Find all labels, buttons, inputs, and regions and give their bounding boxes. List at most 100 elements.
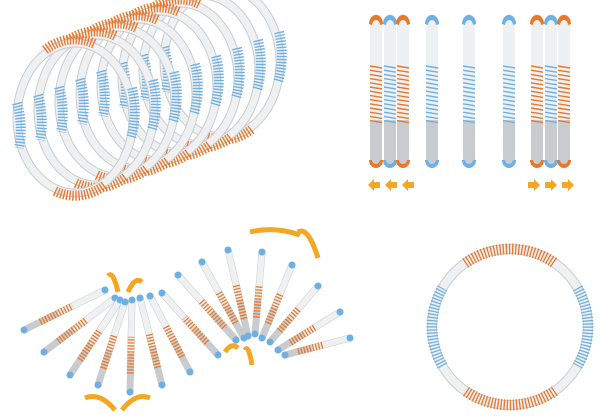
spring-coil [462,94,476,99]
spring-coil [544,86,558,90]
segment-tube [272,262,295,309]
end-cap-bottom [383,160,397,168]
spring-coil [369,65,383,69]
spring-coil [54,85,68,133]
arrow-left-icon [368,179,380,191]
straight-segment [502,14,516,168]
spring-coil [544,82,558,86]
end-cap-top [425,15,439,25]
segment-tube [175,272,213,314]
straight-segment [396,14,410,168]
spring-coil [383,103,397,107]
spring-coil [147,78,161,132]
fanned-segment [274,308,344,354]
spring-coil [75,77,89,125]
spring-coil [396,69,410,73]
spring-coil [396,90,410,94]
end-cap [20,326,28,334]
spring-coil [530,115,544,120]
spring-coil [425,115,439,120]
spring-coil [369,86,383,90]
spring-coil [383,94,397,99]
spring-coil [276,306,302,334]
spring-coil [396,115,410,120]
spring-coil [383,111,397,115]
straight-segment [530,14,544,168]
spring-coil [396,107,410,111]
arrow-left-icon [402,179,414,191]
end-cap-bottom [544,160,558,168]
fanned-segment [266,282,322,346]
spring-coil [502,111,516,115]
spring-coil [383,119,397,124]
spring-coil [252,284,263,318]
end-cap [251,330,259,338]
end-cap [158,381,166,389]
spring-coil [369,107,383,111]
end-cap [174,271,182,279]
end-cap [126,388,134,396]
end-cap-top [462,15,476,25]
spring-coil [544,111,558,115]
spring-coil [396,98,410,103]
spring-coil [369,115,383,120]
spring-coil [77,328,103,362]
spring-coil [383,65,397,69]
spring-coil [425,69,439,73]
fanned-segment [198,258,248,342]
spring-coil [462,119,476,124]
end-cap-bottom [502,160,516,168]
spring-coil [425,94,439,99]
fanned-segments-group [20,227,354,412]
end-cap [158,289,166,297]
straight-segment [557,14,571,168]
end-cap-bottom [396,160,410,168]
assembled-hoop [426,243,594,411]
end-cap [314,282,322,290]
spring-coil [544,119,558,124]
spring-coil [369,82,383,86]
spring-coil [502,77,516,82]
spring-coil [383,90,397,94]
segment-shadow [370,120,382,165]
spring-coil [557,107,571,111]
rotate-arrow-icon [84,394,117,412]
arrow-left-icon [385,179,397,191]
spring-coil [462,69,476,73]
end-cap [101,286,109,294]
spring-coil [396,82,410,86]
spring-coil [530,82,544,86]
spring-coil [273,30,287,84]
spring-coil [396,77,410,82]
spring-coil [557,98,571,103]
end-cap-top [502,15,516,25]
spring-coil [530,65,544,69]
end-cap [66,371,74,379]
spring-coil [369,111,383,115]
fanned-segment [40,294,119,356]
spring-coil [502,90,516,94]
end-cap [258,248,266,256]
spring-coil [502,94,516,99]
segment-shadow [426,120,438,165]
spring-coil [425,77,439,82]
spring-coil [572,285,594,369]
end-cap [244,332,252,340]
spring-coil [462,243,558,268]
spring-coil [383,77,397,82]
spring-coil [383,73,397,78]
end-cap-top [369,15,383,25]
spring-coil [383,69,397,73]
end-cap [232,336,240,344]
spring-coil [502,73,516,78]
spring-coil [369,98,383,103]
spring-coil [396,73,410,78]
end-cap [94,381,102,389]
end-cap [186,368,194,376]
spring-coil [168,70,182,124]
spring-coil [425,65,439,69]
end-cap-bottom [530,160,544,168]
fanned-segment [126,296,136,396]
spring-coil [544,103,558,107]
